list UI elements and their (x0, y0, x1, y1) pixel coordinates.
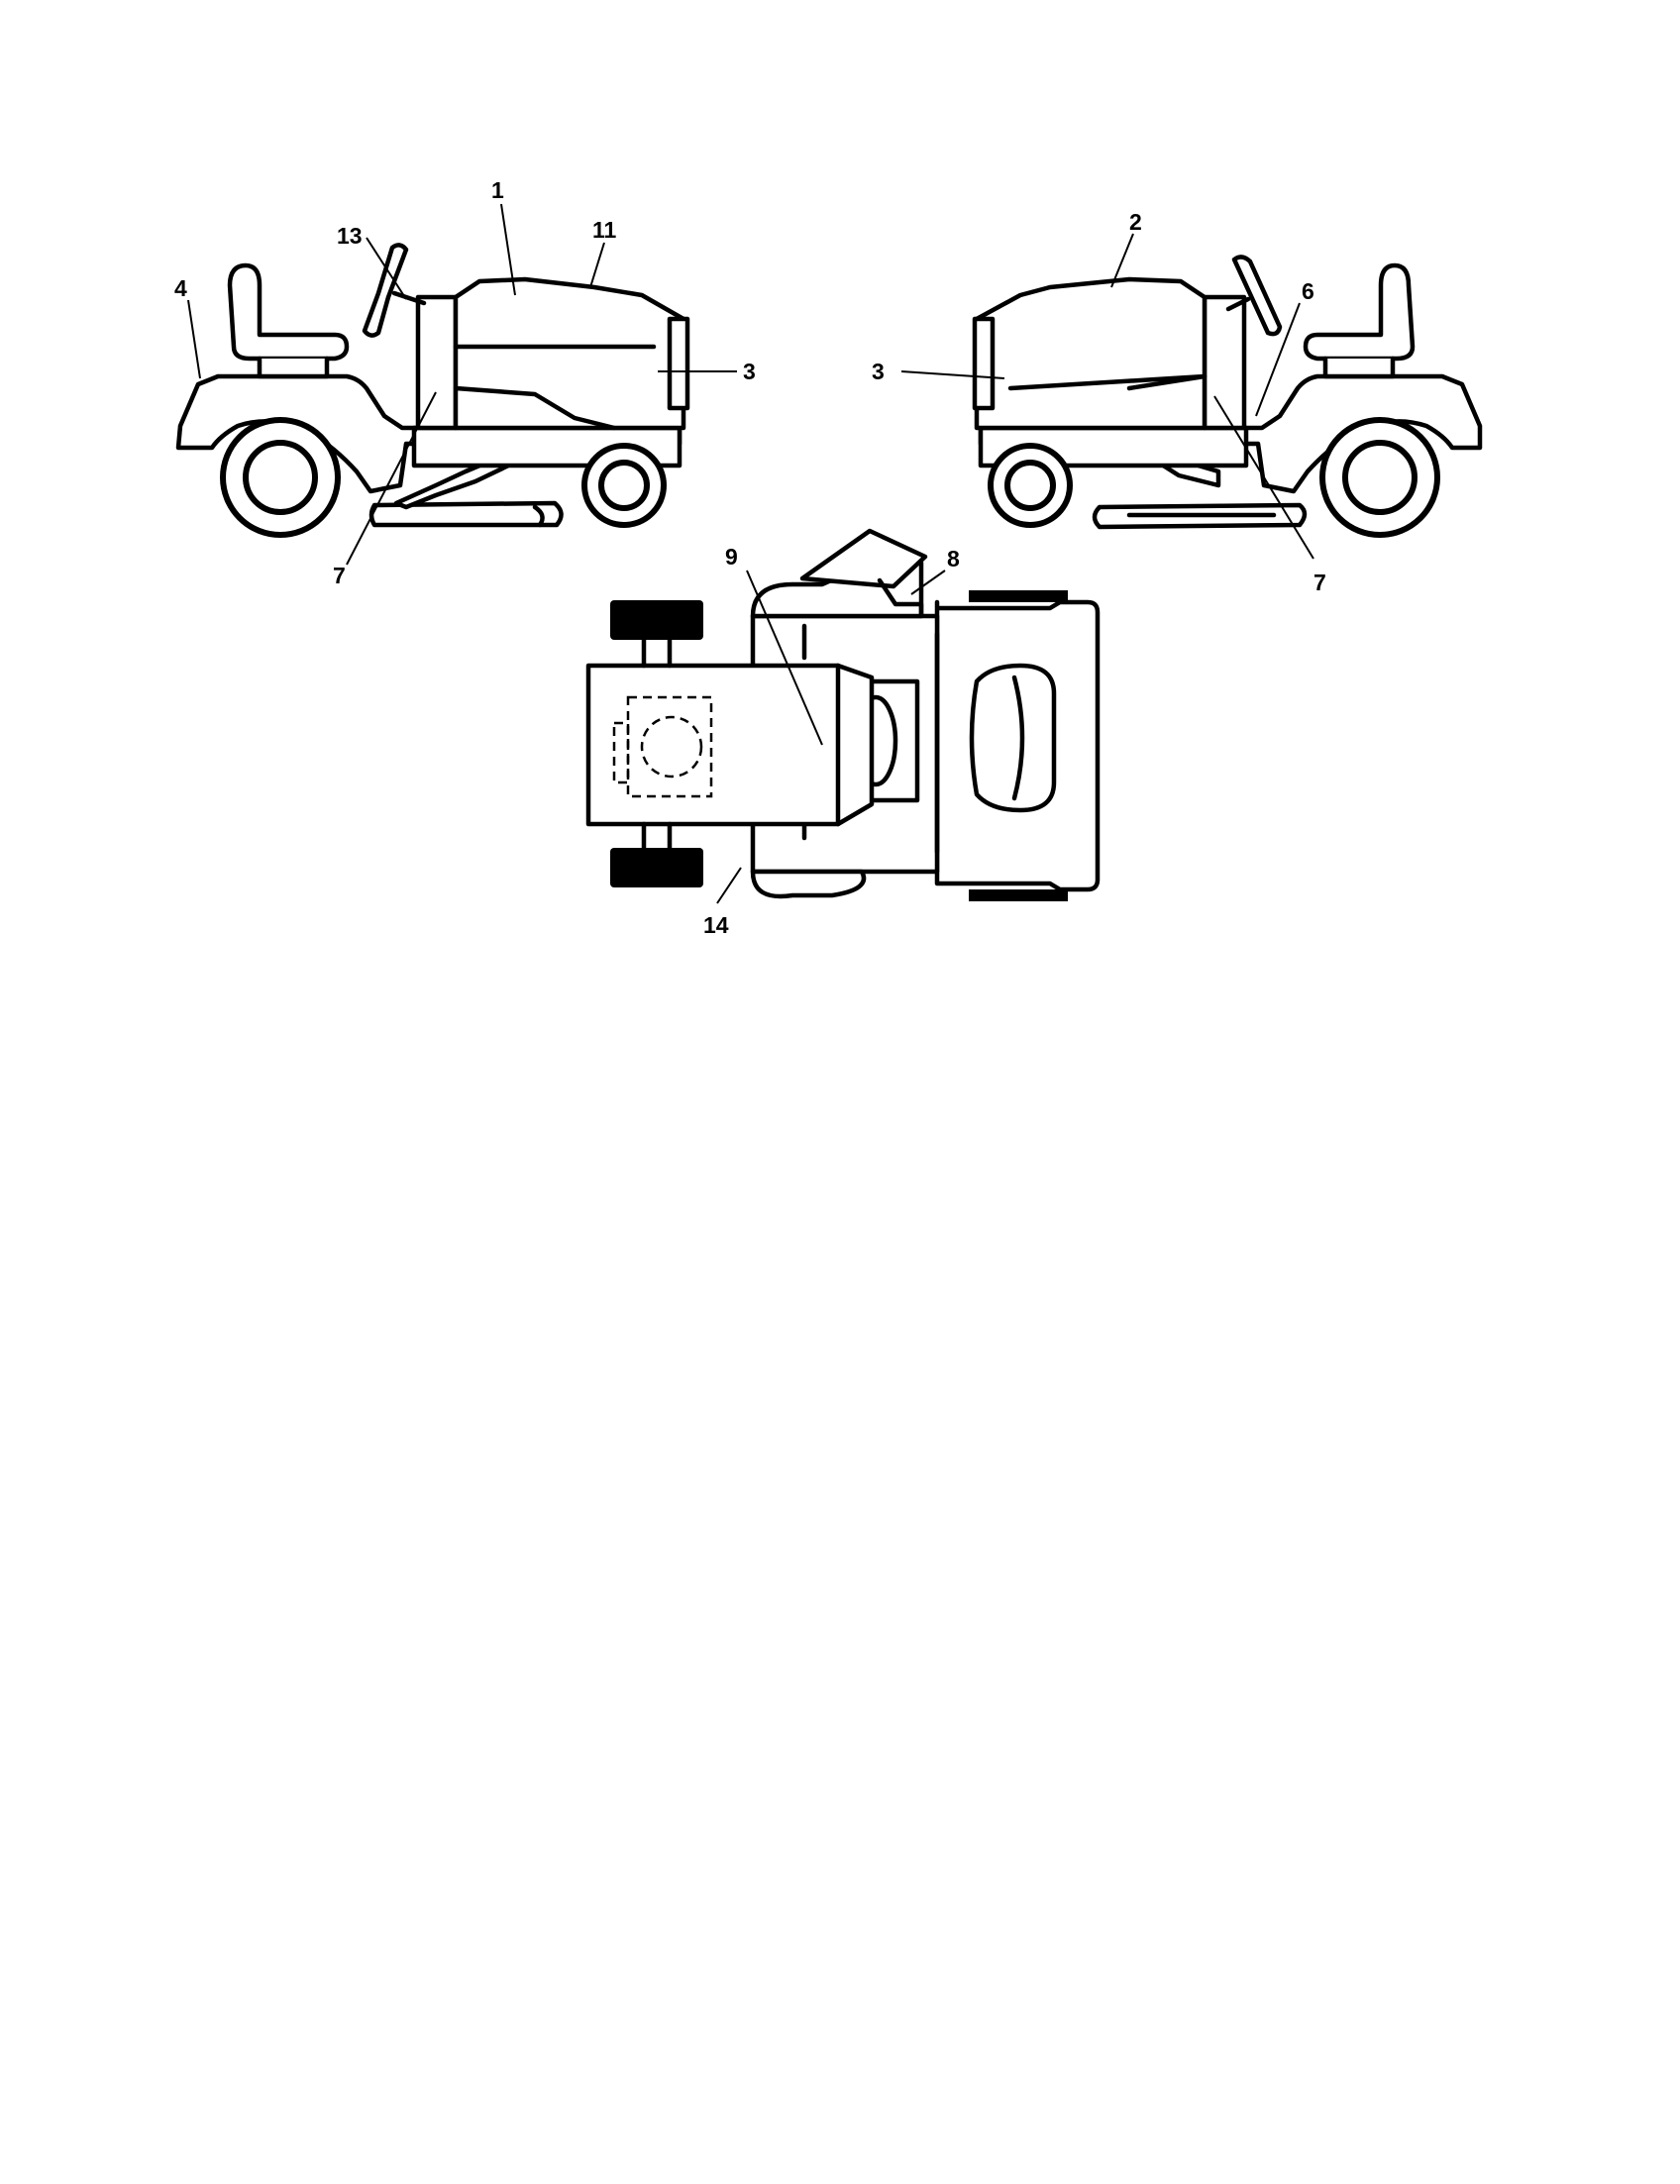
seat (1303, 262, 1416, 362)
discharge-chute (799, 528, 928, 589)
callout-3-right: 3 (872, 359, 885, 384)
callout-4: 4 (174, 275, 187, 301)
top-view (585, 528, 1101, 901)
hood (974, 276, 1208, 431)
dash-console (415, 294, 459, 431)
front-wheel (610, 600, 703, 640)
callout-labels: 1 11 13 4 3 7 2 6 3 7 9 8 14 (174, 177, 1326, 938)
callout-14: 14 (703, 912, 729, 938)
left-side-view (175, 243, 690, 538)
steering-wheel (1231, 255, 1283, 337)
callout-6: 6 (1302, 278, 1314, 304)
front-grille (972, 316, 996, 411)
callout-9: 9 (725, 544, 738, 570)
callout-2: 2 (1129, 209, 1142, 235)
dash-console (1202, 294, 1247, 431)
left-leaders (187, 203, 737, 566)
callout-7-right: 7 (1313, 570, 1326, 595)
top-leaders (716, 570, 946, 904)
hood (453, 276, 686, 431)
callout-7-left: 7 (333, 563, 346, 588)
steering-wheel (362, 243, 409, 338)
front-grille (667, 316, 690, 411)
right-leaders (900, 233, 1314, 560)
callout-8: 8 (947, 546, 960, 572)
mower-deck (368, 500, 564, 528)
callout-1: 1 (491, 177, 504, 203)
seat (969, 663, 1057, 813)
hood (585, 663, 875, 827)
right-side-view (972, 255, 1483, 538)
callout-11: 11 (592, 217, 617, 243)
seat (227, 262, 350, 362)
callout-3-left: 3 (743, 359, 756, 384)
front-wheel (610, 848, 703, 887)
callout-13: 13 (337, 223, 363, 249)
